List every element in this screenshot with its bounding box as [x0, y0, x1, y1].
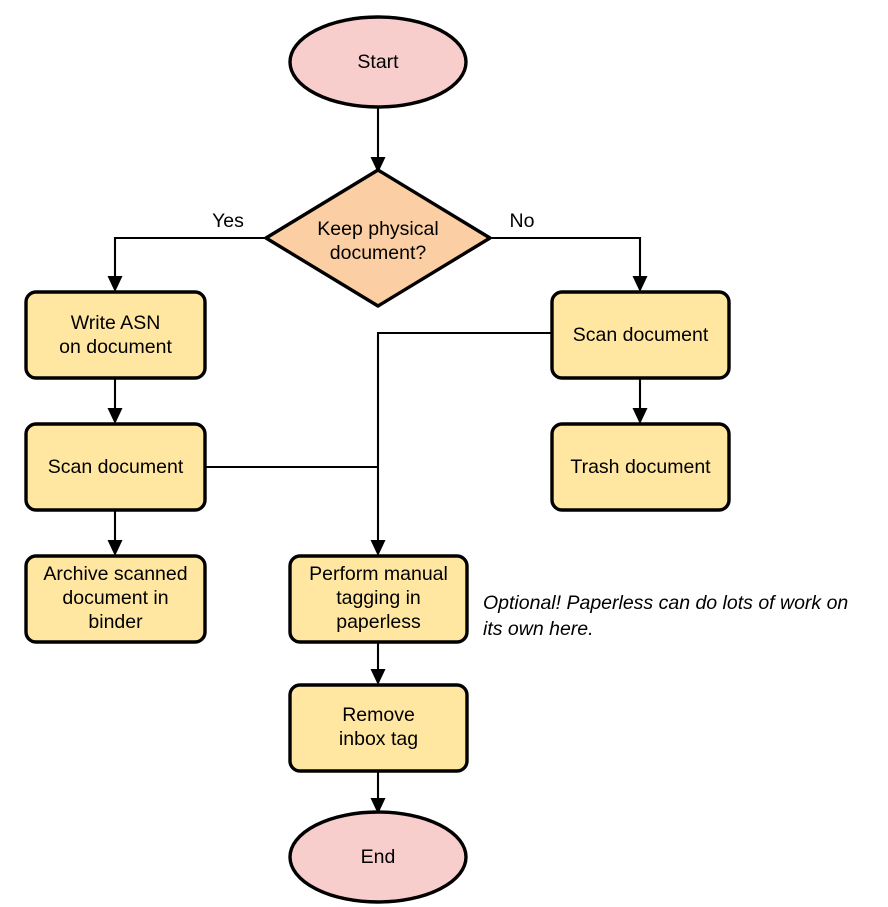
write-asn-label-line2: on document — [59, 336, 172, 358]
decision-label-line2: document? — [330, 242, 427, 264]
trash-document-box — [550, 422, 731, 512]
edge-decision-yes — [107, 236, 266, 292]
edge-label-no: No — [510, 210, 535, 232]
scan-document-left-label: Scan document — [48, 456, 184, 478]
node-remove-inbox-tag[interactable]: Remove inbox tag — [288, 683, 469, 773]
edge-scanleft-to-archive — [107, 510, 123, 556]
remove-inbox-tag-label-line1: Remove — [342, 704, 415, 726]
node-write-asn[interactable]: Write ASN on document — [24, 290, 207, 380]
decision-label-line1: Keep physical — [317, 218, 438, 240]
end-label: End — [361, 846, 396, 868]
manual-tagging-label-line3: paperless — [336, 611, 421, 633]
edge-decision-no — [490, 236, 648, 292]
archive-binder-label-line1: Archive scanned — [43, 563, 187, 585]
edge-tagging-to-removeinbox — [370, 641, 386, 685]
node-scan-document-left[interactable]: Scan document — [24, 422, 207, 512]
edge-label-yes: Yes — [212, 210, 244, 232]
node-manual-tagging[interactable]: Perform manual tagging in paperless — [288, 554, 469, 644]
scan-document-right-box — [550, 290, 731, 380]
node-end[interactable]: End — [288, 810, 468, 904]
manual-tagging-label-line1: Perform manual — [309, 563, 448, 585]
annotation-line2: its own here. — [483, 618, 594, 640]
manual-tagging-box — [288, 554, 469, 644]
edge-start-to-decision — [370, 107, 386, 173]
node-archive-binder[interactable]: Archive scanned document in binder — [24, 554, 207, 644]
end-ellipse — [288, 810, 468, 904]
node-scan-document-right[interactable]: Scan document — [550, 290, 731, 380]
start-ellipse — [288, 15, 468, 109]
edge-removeinbox-to-end — [370, 770, 386, 814]
annotation-line1: Optional! Paperless can do lots of work … — [483, 592, 848, 614]
archive-binder-label-line2: document in — [62, 587, 168, 609]
edge-writeasn-to-scanleft — [107, 378, 123, 424]
remove-inbox-tag-label-line2: inbox tag — [339, 728, 418, 750]
scan-document-left-box — [24, 422, 207, 512]
decision-diamond — [264, 168, 492, 308]
remove-inbox-tag-box — [288, 683, 469, 773]
write-asn-box — [24, 290, 207, 380]
edge-scanright-to-tagging — [370, 331, 552, 556]
write-asn-label-line1: Write ASN — [71, 312, 161, 334]
scan-document-right-label: Scan document — [573, 324, 709, 346]
annotation-optional-note: Optional! Paperless can do lots of work … — [483, 592, 848, 640]
manual-tagging-label-line2: tagging in — [336, 587, 421, 609]
node-decision-keep-physical-document[interactable]: Keep physical document? — [264, 168, 492, 308]
archive-binder-label-line3: binder — [88, 611, 143, 633]
node-start[interactable]: Start — [288, 15, 468, 109]
archive-binder-box — [24, 554, 207, 644]
start-label: Start — [357, 51, 399, 73]
edge-scanright-to-trash — [632, 378, 648, 424]
trash-document-label: Trash document — [570, 456, 711, 478]
node-trash-document[interactable]: Trash document — [550, 422, 731, 512]
